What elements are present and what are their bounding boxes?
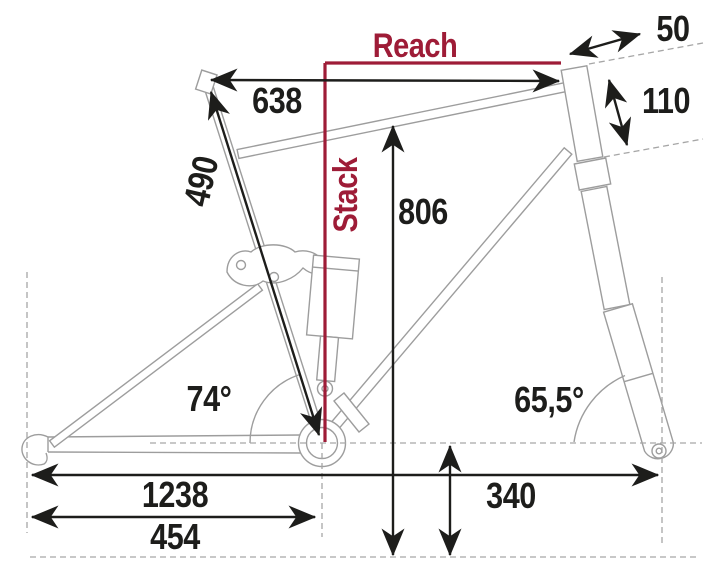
dim-head-tube-110 — [604, 78, 632, 147]
head-bottom-perpendicular-guide — [603, 138, 704, 158]
fork-upper-leg — [580, 185, 631, 311]
fork-crown — [573, 157, 612, 191]
stack-label: Stack — [326, 157, 365, 233]
head-tube — [560, 64, 604, 163]
dimension-lines — [30, 30, 660, 557]
dim-seat-tube-490 — [207, 90, 323, 437]
head-angle-arc — [573, 374, 626, 443]
top-tube-length-label: 638 — [252, 82, 302, 122]
standover-height-label: 806 — [398, 193, 448, 233]
seat-tube-length-label: 490 — [177, 153, 227, 210]
head-tube-length-label: 110 — [642, 82, 690, 122]
rear-dropout — [21, 433, 49, 466]
seat-tube-angle-label: 74° — [187, 380, 232, 420]
dim-offset-50 — [568, 30, 642, 58]
head-tube-angle-label: 65,5° — [514, 381, 584, 421]
seatstay — [48, 282, 264, 449]
bb-height-label: 340 — [486, 477, 536, 517]
wheelbase-label: 1238 — [142, 476, 208, 516]
chainstay-length-label: 454 — [150, 518, 201, 558]
rocker-pivot — [235, 259, 247, 271]
shock-link — [333, 392, 370, 433]
dim-top-tube-638 — [209, 68, 561, 93]
seat-angle-arc — [249, 373, 301, 444]
reach-label: Reach — [373, 26, 458, 65]
guide-lines — [26, 42, 704, 558]
offset-top-label: 50 — [656, 10, 689, 50]
rear-shock — [305, 254, 361, 397]
front-axle — [651, 443, 667, 459]
